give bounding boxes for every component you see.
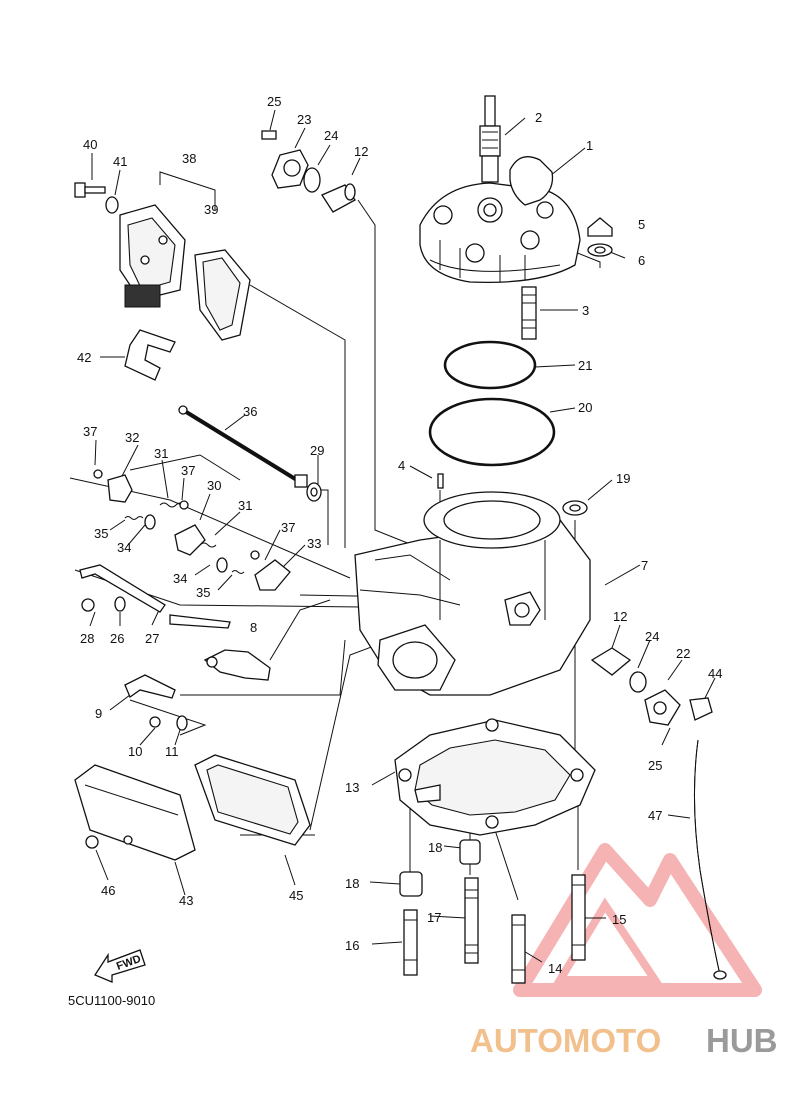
part-washer-29: [306, 482, 322, 502]
callout-label: 31: [154, 446, 168, 461]
callout-label: 46: [101, 883, 115, 898]
callout-label: 31: [238, 498, 252, 513]
callout-label: 19: [616, 471, 630, 486]
part-holder-23: [261, 130, 356, 213]
callout-label: 42: [77, 350, 91, 365]
callout-label: 30: [207, 478, 221, 493]
callout-label: 37: [181, 463, 195, 478]
part-o-ring-21: [443, 340, 537, 390]
callout-label: 22: [676, 646, 690, 661]
part-rod-36: [178, 405, 308, 488]
part-code: 5CU1100-9010: [68, 993, 155, 1008]
callout-label: 10: [128, 744, 142, 759]
part-dowel-18: [399, 839, 481, 897]
part-lever-33: [250, 550, 291, 591]
callout-label: 38: [182, 151, 196, 166]
callout-label: 25: [648, 758, 662, 773]
callout-label: 18: [428, 840, 442, 855]
callout-label: 3: [582, 303, 589, 318]
callout-label: 39: [204, 202, 218, 217]
callout-label: 1: [586, 138, 593, 153]
watermark-hub: HUB: [706, 1022, 778, 1059]
callout-label: 8: [250, 620, 257, 635]
callout-label: 17: [427, 910, 441, 925]
part-actuator-8: [203, 649, 271, 681]
callout-label: 20: [578, 400, 592, 415]
part-gasket-45: [194, 754, 311, 846]
callout-label: 35: [94, 526, 108, 541]
callout-label: 24: [324, 128, 338, 143]
callout-label: 6: [638, 253, 645, 268]
part-stud-3: [521, 286, 537, 340]
callout-label: 24: [645, 629, 659, 644]
callout-label: 28: [80, 631, 94, 646]
part-lever-30: [174, 500, 206, 556]
callout-label: 2: [535, 110, 542, 125]
part-gasket-39: [194, 249, 251, 341]
callout-label: 15: [612, 912, 626, 927]
part-reed-plate-38: [119, 204, 186, 308]
callout-label: 41: [113, 154, 127, 169]
callout-label: 40: [83, 137, 97, 152]
watermark-automoto: AUTOMOTO: [470, 1022, 661, 1059]
part-spark-plug: [479, 95, 501, 183]
callout-label: 12: [354, 144, 368, 159]
callout-label: 27: [145, 631, 159, 646]
callout-label: 25: [267, 94, 281, 109]
callout-label: 36: [243, 404, 257, 419]
callout-label: 35: [196, 585, 210, 600]
callout-label: 14: [548, 961, 562, 976]
part-cap-nut: [587, 217, 613, 257]
callout-label: 29: [310, 443, 324, 458]
part-bolt-40: [74, 182, 119, 214]
part-studs: [403, 874, 586, 984]
callout-label: 12: [613, 609, 627, 624]
callout-label: 13: [345, 780, 359, 795]
callout-label: 16: [345, 938, 359, 953]
callout-label: 26: [110, 631, 124, 646]
part-cover-43: [74, 764, 196, 861]
fwd-arrow-icon: FWD: [94, 949, 146, 983]
callout-label: 11: [165, 744, 179, 759]
callout-label: 18: [345, 876, 359, 891]
callout-label: 7: [641, 558, 648, 573]
part-o-ring-20: [428, 397, 556, 467]
callout-label: 34: [173, 571, 187, 586]
callout-label: 37: [83, 424, 97, 439]
callout-label: 23: [297, 112, 311, 127]
part-hose-47: [693, 739, 727, 980]
part-cylinder: [354, 473, 591, 696]
part-base-gasket-13: [394, 718, 596, 836]
callout-label: 45: [289, 888, 303, 903]
part-link-27: [79, 564, 231, 629]
callout-label: 44: [708, 666, 722, 681]
leader-lines: [69, 109, 716, 963]
part-cylinder-head: [419, 156, 581, 284]
callout-label: 43: [179, 893, 193, 908]
callouts: 25 23 24 12 2 1 5 6 3 21 20 40 41 38 39 …: [77, 94, 722, 976]
callout-label: 37: [281, 520, 295, 535]
callout-label: 4: [398, 458, 405, 473]
callout-label: 9: [95, 706, 102, 721]
callout-label: 5: [638, 217, 645, 232]
part-lever-32: [93, 469, 133, 503]
part-plunger-12: [590, 647, 713, 726]
part-bracket-9: [124, 674, 188, 731]
callout-label: 33: [307, 536, 321, 551]
callout-label: 32: [125, 430, 139, 445]
callout-label: 47: [648, 808, 662, 823]
callout-label: 34: [117, 540, 131, 555]
part-valve-42: [124, 329, 176, 381]
callout-label: 21: [578, 358, 592, 373]
